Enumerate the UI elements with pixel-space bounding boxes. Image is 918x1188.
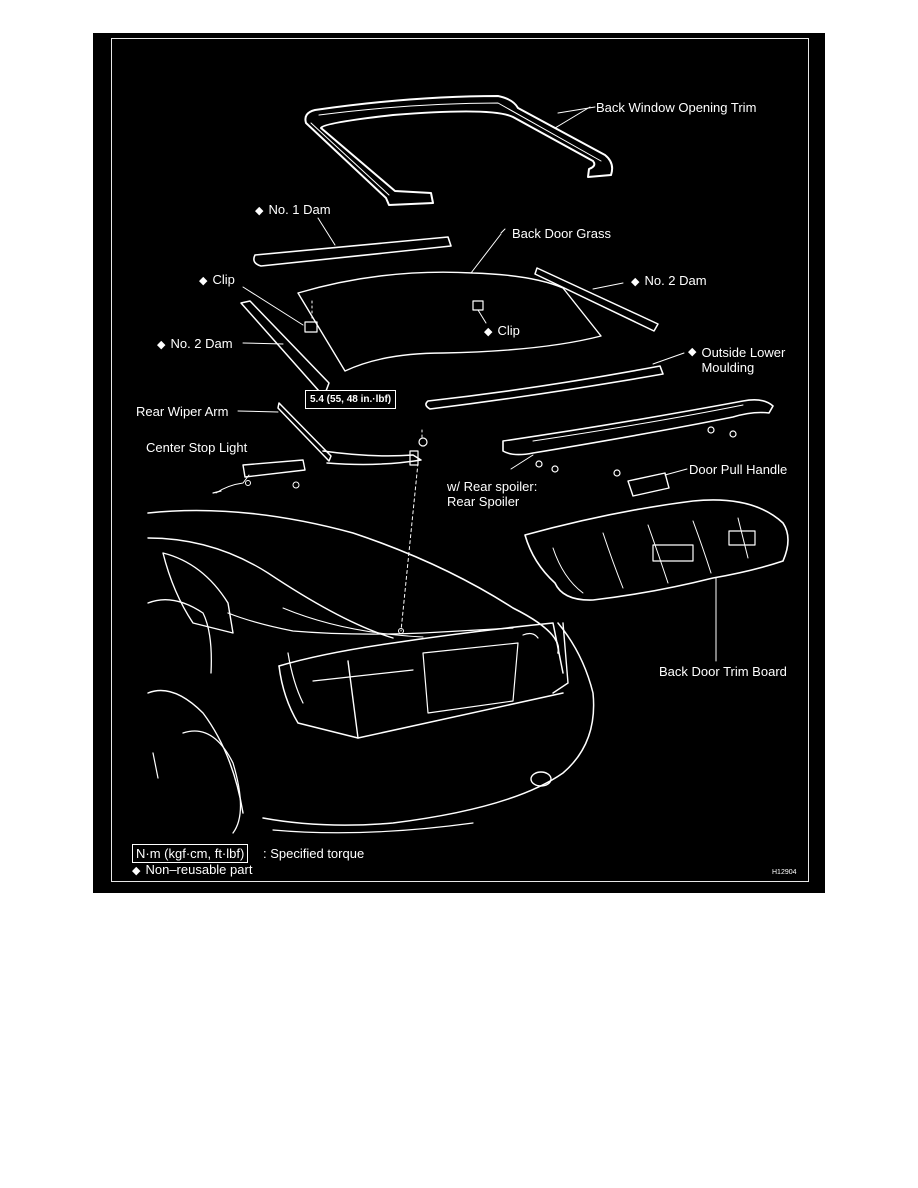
rear-spoiler [502,399,774,473]
non-reusable-diamond-icon: ◆ [199,275,208,287]
label-rear-wiper-arm: Rear Wiper Arm [136,404,229,419]
no1-dam [253,217,452,267]
no2-dam-left [240,300,330,392]
legend-torque-desc: : Specified torque [263,846,365,861]
figure-id: H12904 [772,869,797,876]
grass-leader [500,228,506,234]
non-reusable-diamond-icon: ◆ [484,326,493,338]
exploded-parts-illustration [147,95,789,834]
label-door-pull-handle: Door Pull Handle [689,462,788,477]
label-clip-left: ◆Clip [199,272,235,287]
door-pull-handle [613,468,688,497]
clip-left-leader [242,286,304,326]
label-no2-dam-right: ◆No. 2 Dam [631,273,707,288]
back-door-trim-board [524,499,789,662]
non-reusable-diamond-icon: ◆ [688,346,697,358]
non-reusable-diamond-icon: ◆ [631,276,640,288]
label-rear-spoiler: w/ Rear spoiler: Rear Spoiler [447,479,538,509]
diagram-frame: Back Window Opening Trim ◆No. 1 Dam Back… [93,33,825,893]
label-no2-dam-left: ◆No. 2 Dam [157,336,233,351]
no2-dam-right [534,267,659,332]
center-stop-light [212,459,306,494]
label-center-stop-light: Center Stop Light [146,440,248,455]
outside-lower-moulding [425,352,685,410]
label-no1-dam: ◆No. 1 Dam [255,202,331,217]
non-reusable-diamond-icon: ◆ [157,339,166,351]
non-reusable-diamond-icon: ◆ [132,865,141,877]
back-window-opening-trim [304,95,614,206]
label-clip-center: ◆Clip [484,323,520,338]
torque-spec-box: 5.4 (55, 48 in.·lbf) [305,390,397,409]
label-back-door-grass: Back Door Grass [512,226,611,241]
label-outside-lower-moulding: ◆Outside Lower Moulding [688,345,786,375]
trim-leader [554,106,591,129]
legend-torque-unit: N·m (kgf·cm, ft·lbf) [132,844,249,863]
rear-wiper-arm [237,402,428,632]
back-door-glass [297,233,602,372]
label-back-door-trim-board: Back Door Trim Board [659,664,787,679]
legend-non-reusable: ◆Non–reusable part [132,862,253,877]
car-body [147,509,595,834]
non-reusable-diamond-icon: ◆ [255,205,264,217]
label-back-window-opening-trim: Back Window Opening Trim [596,100,757,115]
diagram-border [111,38,809,882]
